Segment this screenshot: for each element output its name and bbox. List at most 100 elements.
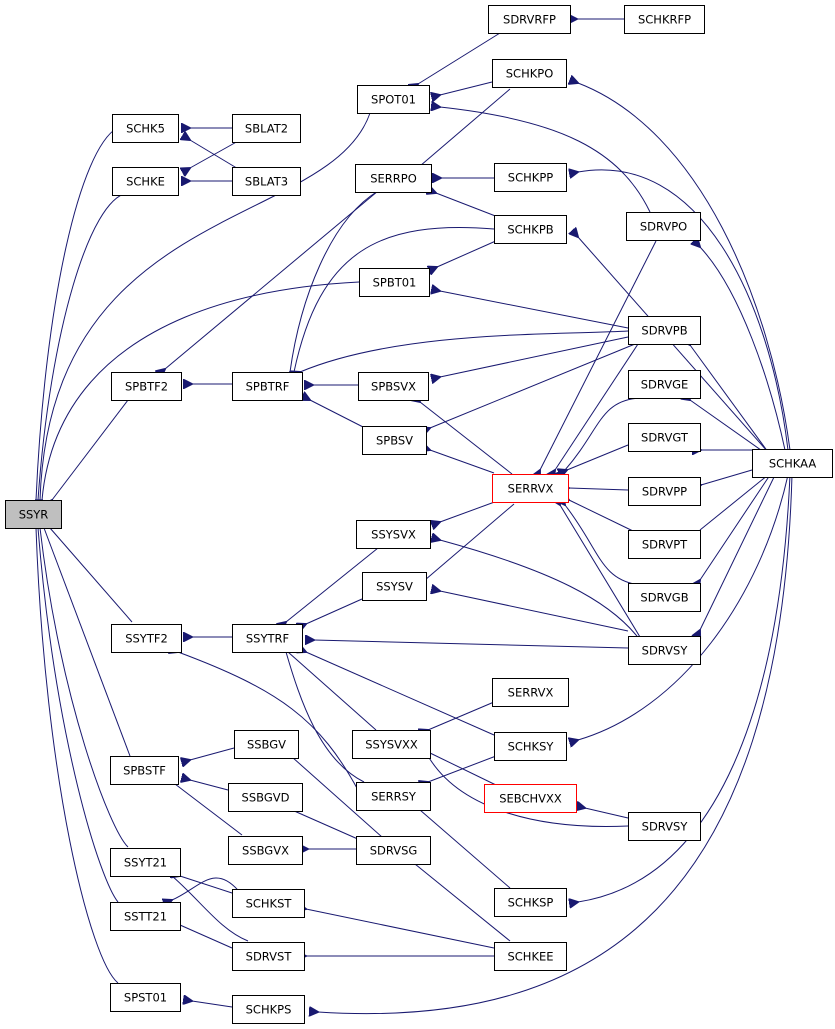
node-sdrvsy[interactable]: SDRVSY [628,636,701,665]
node-ssyt21[interactable]: SSYT21 [110,848,181,877]
node-label-sdrvpt: SDRVPT [642,538,688,552]
edge-sdrvsy-ssysv [440,591,629,632]
node-sdrvpo[interactable]: SDRVPO [626,212,701,241]
node-box-sdrvsy [628,636,701,665]
node-label-serrsy: SERRSY [371,790,417,804]
node-box-schksy [494,732,567,761]
node-box-sdrvgb [628,583,701,612]
node-sdrvsg[interactable]: SDRVSG [356,836,431,865]
node-spst01[interactable]: SPST01 [110,983,181,1012]
node-box-ssbgv [234,730,299,759]
edge-schkaa-schkpo [578,83,791,451]
edge-sdrvpt-serrvx [569,500,634,532]
edge-serrvx-ssysv [425,503,515,580]
node-ssbgvx[interactable]: SSBGVX [228,836,303,865]
edge-sdrvsg-ssbgvd [292,810,361,841]
edge-sdrvst-ssyt21 [172,876,249,942]
node-box-schkaa [752,449,833,478]
edge-ssysvx-ssytrf [286,547,379,622]
node-spbtf2[interactable]: SPBTF2 [111,372,182,401]
node-box-spbsvx [358,372,429,401]
edge-ssyt21-ssyr [40,528,129,848]
node-serrvx2[interactable]: SERRVX [492,678,569,707]
node-sdrvrfp[interactable]: SDRVRFP [488,5,571,34]
edge-sstt21-ssyr [38,528,119,903]
node-serrsy[interactable]: SERRSY [356,782,431,811]
edge-serrvx-spbsv [430,450,495,474]
node-sdrvgb[interactable]: SDRVGB [628,583,701,612]
edge-sdrvsy2-sebchvxx [585,808,629,819]
node-label-schk5: SCHK5 [126,122,165,136]
node-box-sdrvsy2 [628,812,701,841]
node-sdrvst[interactable]: SDRVST [232,942,305,971]
node-schkpo[interactable]: SCHKPO [492,59,567,88]
edge-schkaa-sdrvpb [690,345,769,453]
edge-schkaa-schkps [318,474,793,1014]
edge-sblat2-schke [190,139,241,168]
node-schkee[interactable]: SCHKEE [494,942,567,971]
node-ssbgv[interactable]: SSBGV [234,730,299,759]
node-label-spot01: SPOT01 [371,93,416,107]
node-spbstf[interactable]: SPBSTF [110,756,179,785]
node-label-schkpb: SCHKPB [507,223,553,237]
node-label-sstt21: SSTT21 [124,910,167,924]
edge-ssbgvd-spbstf [190,780,229,791]
node-spbsvx[interactable]: SPBSVX [358,372,429,401]
node-ssytrf[interactable]: SSYTRF [232,624,303,653]
node-schke[interactable]: SCHKE [112,167,179,196]
node-schksy[interactable]: SCHKSY [494,732,567,761]
node-schkpp[interactable]: SCHKPP [494,163,567,192]
node-box-sblat3 [232,167,301,196]
edge-sblat3-schk5 [190,140,241,171]
node-label-schkpp: SCHKPP [508,171,553,185]
node-sdrvsy2[interactable]: SDRVSY [628,812,701,841]
node-schkst[interactable]: SCHKST [232,889,305,918]
node-schkrfp[interactable]: SCHKRFP [624,5,705,34]
node-spbtrf[interactable]: SPBTRF [232,372,303,401]
node-box-ssytf2 [111,624,182,653]
node-label-ssbgv: SSBGV [247,738,286,752]
edge-serrsy-ssytf2 [178,652,359,791]
node-ssysvx[interactable]: SSYSVX [356,520,431,549]
node-box-sdrvgt [628,423,701,452]
edges [36,19,793,1014]
node-label-ssytrf: SSYTRF [246,632,289,646]
edge-sdrvsg-ssbgv [292,757,383,838]
node-box-sdrvpb [628,316,701,345]
edge-sdrvpo-serrvx [540,240,657,470]
node-sdrvpb[interactable]: SDRVPB [628,316,701,345]
node-ssbgvd[interactable]: SSBGVD [228,783,303,812]
node-ssysv[interactable]: SSYSV [362,572,427,601]
node-label-schksy: SCHKSY [508,740,555,754]
node-label-spbtf2: SPBTF2 [125,380,168,394]
node-sblat3[interactable]: SBLAT3 [232,167,301,196]
node-spbt01[interactable]: SPBT01 [359,268,430,297]
node-schkpb[interactable]: SCHKPB [494,215,567,244]
edge-spbsv-spbtrf [310,400,366,429]
edge-spbtf2-ssyr [52,399,129,500]
node-ssyr[interactable]: SSYR [5,500,62,529]
edge-schkpb-spbt01 [437,239,499,267]
node-serrpo[interactable]: SERRPO [355,164,432,193]
node-ssysvxx[interactable]: SSYSVXX [352,730,431,759]
node-label-sdrvrfp: SDRVRFP [503,13,556,27]
node-spot01[interactable]: SPOT01 [357,85,430,114]
node-ssytf2[interactable]: SSYTF2 [111,624,182,653]
node-schkaa[interactable]: SCHKAA [752,449,833,478]
node-sdrvpt[interactable]: SDRVPT [628,530,701,559]
edge-sdrvpt-schkaa [699,474,769,531]
node-sdrvpp[interactable]: SDRVPP [628,477,701,506]
node-sdrvgt[interactable]: SDRVGT [628,423,701,452]
node-label-sdrvsy: SDRVSY [642,644,689,658]
node-spbsv[interactable]: SPBSV [362,426,427,455]
node-sstt21[interactable]: SSTT21 [110,902,181,931]
node-sdrvge[interactable]: SDRVGE [628,370,701,399]
node-schkps[interactable]: SCHKPS [232,995,305,1024]
node-box-schkpb [494,215,567,244]
node-schk5[interactable]: SCHK5 [112,114,179,143]
node-sebchvxx[interactable]: SEBCHVXX [484,784,577,813]
node-sblat2[interactable]: SBLAT2 [232,114,301,143]
node-schksp[interactable]: SCHKSP [494,888,567,917]
node-serrvx[interactable]: SERRVX [492,474,569,503]
edge-sdrvpb-serrvx [555,343,639,470]
